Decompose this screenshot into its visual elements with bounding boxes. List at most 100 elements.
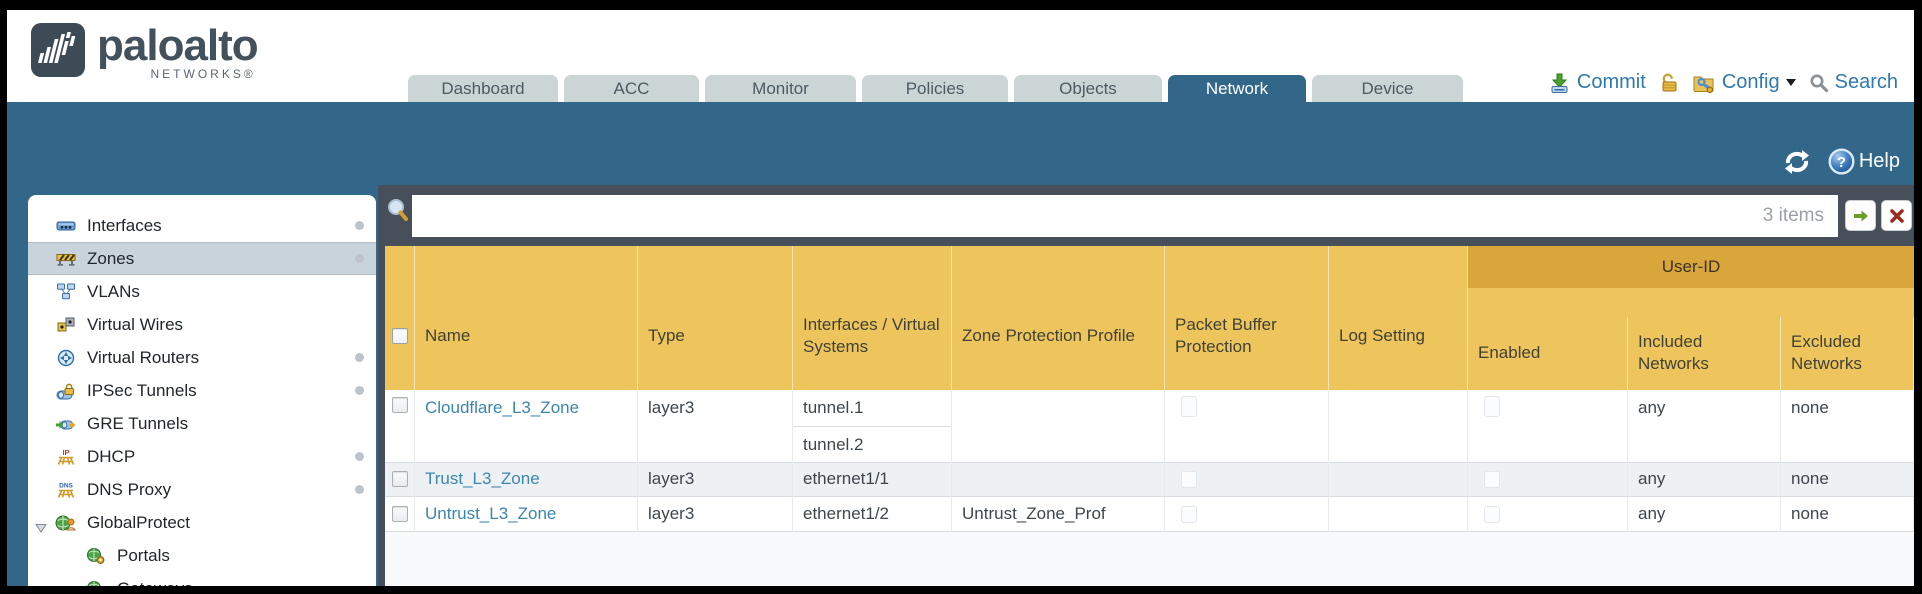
interface-value: tunnel.2 [793,426,951,462]
paloalto-logo-icon [31,23,85,77]
column-header-interfaces[interactable]: Interfaces / Virtual Systems [793,246,952,390]
gre-tunnels-icon [54,415,78,432]
sidebar-item-globalprotect[interactable]: GlobalProtect [28,506,376,539]
globalprotect-icon [54,514,78,532]
tab-monitor[interactable]: Monitor [705,75,856,102]
zones-content: 3 items [378,185,1914,586]
tab-network[interactable]: Network [1168,75,1306,102]
column-header-name[interactable]: Name [415,246,638,390]
items-count-label: 3 items [1762,205,1824,226]
excluded-networks: none [1781,390,1914,463]
packet-buffer-protection-checkbox [1181,470,1197,488]
zone-interfaces-cell: tunnel.1 tunnel.2 [793,390,952,463]
zone-name-link[interactable]: Trust_L3_Zone [425,469,540,488]
row-select-cell [385,390,415,463]
interfaces-icon [54,218,78,234]
tab-dashboard[interactable]: Dashboard [408,75,558,102]
sidebar-item-dhcp[interactable]: IP DHCP [28,440,376,473]
help-label: Help [1858,150,1900,172]
commit-icon [1551,73,1568,93]
column-header-enabled[interactable]: Enabled [1468,316,1628,390]
zone-name-link[interactable]: Cloudflare_L3_Zone [425,398,580,417]
excluded-networks: none [1781,497,1914,532]
sidebar-item-virtual-routers[interactable]: Virtual Routers [28,341,376,374]
sidebar-item-interfaces[interactable]: Interfaces [28,209,376,242]
user-id-enabled-cell [1468,497,1628,532]
sidebar-item-gateways[interactable]: Gateways [28,572,376,586]
sidebar-item-gre-tunnels[interactable]: GRE Tunnels [28,407,376,440]
tab-policies[interactable]: Policies [862,75,1008,102]
table-row: Cloudflare_L3_Zone layer3 tunnel.1 tunne… [385,390,1914,463]
user-id-enabled-checkbox [1484,470,1500,488]
user-id-enabled-checkbox [1484,505,1500,523]
global-search-button[interactable]: Search [1809,71,1898,94]
status-dot [355,485,364,494]
user-id-enabled-checkbox [1484,396,1500,417]
paloalto-logo: paloalto NETWORKS® [31,21,259,81]
expander-triangle-icon[interactable] [35,518,47,538]
zone-protection-profile [952,462,1165,497]
user-id-enabled-cell [1468,462,1628,497]
column-header-zone-protection-profile[interactable]: Zone Protection Profile [952,246,1165,390]
dns-proxy-icon: DNS [54,481,78,499]
row-select-cell [385,462,415,497]
column-header-included-networks[interactable]: Included Networks [1628,316,1781,390]
tab-acc[interactable]: ACC [564,75,699,102]
column-header-type[interactable]: Type [638,246,793,390]
sidebar-item-label: Portals [117,545,170,565]
select-all-checkbox[interactable] [391,328,408,344]
interface-value: ethernet1/2 [793,497,952,532]
zone-protection-profile: Untrust_Zone_Prof [952,497,1165,532]
sidebar-item-vlans[interactable]: VLANs [28,275,376,308]
vlans-icon [54,283,78,300]
portals-icon [84,547,108,565]
svg-text:IP: IP [62,448,69,457]
config-menu-button[interactable]: Config [1692,71,1796,94]
chevron-down-icon [1785,79,1796,86]
green-arrow-icon [1853,210,1868,221]
sidebar-item-virtual-wires[interactable]: Virtual Wires [28,308,376,341]
column-header-packet-buffer-protection[interactable]: Packet Buffer Protection [1165,246,1329,390]
filter-input[interactable] [412,195,1838,237]
packet-buffer-protection-cell [1165,390,1329,463]
sidebar-item-dns-proxy[interactable]: DNS DNS Proxy [28,473,376,506]
sidebar-item-ipsec-tunnels[interactable]: IPSec Tunnels [28,374,376,407]
top-header: paloalto NETWORKS® Dashboard ACC Monitor… [7,10,1914,102]
clear-filter-button[interactable] [1881,200,1912,231]
row-checkbox[interactable] [391,397,408,413]
sidebar-item-portals[interactable]: Portals [28,539,376,572]
filter-bar: 3 items [378,185,1914,246]
status-dot [355,254,364,263]
zone-type: layer3 [638,497,793,532]
brand-name: paloalto [97,21,259,70]
excluded-networks: none [1781,462,1914,497]
tab-device[interactable]: Device [1312,75,1463,102]
zone-protection-profile [952,390,1165,463]
refresh-icon[interactable] [1781,149,1813,175]
status-dot [355,452,364,461]
sidebar-item-zones[interactable]: Zones [28,242,376,275]
sidebar-item-label: VLANs [87,281,140,301]
lock-icon[interactable] [1659,72,1679,94]
zone-name-link[interactable]: Untrust_L3_Zone [425,504,557,523]
table-header: Name Type Interfaces / Virtual Systems Z… [385,246,1914,390]
packet-buffer-protection-cell [1165,462,1329,497]
row-checkbox[interactable] [391,471,408,487]
commit-button[interactable]: Commit [1549,71,1646,94]
column-header-excluded-networks[interactable]: Excluded Networks [1781,316,1914,390]
zones-table: Name Type Interfaces / Virtual Systems Z… [385,246,1914,586]
tab-objects[interactable]: Objects [1014,75,1162,102]
page-body: Interfaces Zones VLANs [7,185,1914,586]
status-dot [355,221,364,230]
zone-type: layer3 [638,462,793,497]
red-x-icon [1889,208,1904,223]
svg-text:DNS: DNS [59,482,73,489]
packet-buffer-protection-checkbox [1181,396,1197,417]
column-header-log-setting[interactable]: Log Setting [1329,246,1468,390]
table-row: Untrust_L3_Zone layer3 ethernet1/2 Untru… [385,497,1914,532]
apply-filter-button[interactable] [1845,200,1876,231]
filter-search-icon [386,198,410,229]
help-button[interactable]: ? Help [1828,148,1900,175]
row-checkbox[interactable] [391,506,408,522]
virtual-routers-icon [54,349,78,367]
